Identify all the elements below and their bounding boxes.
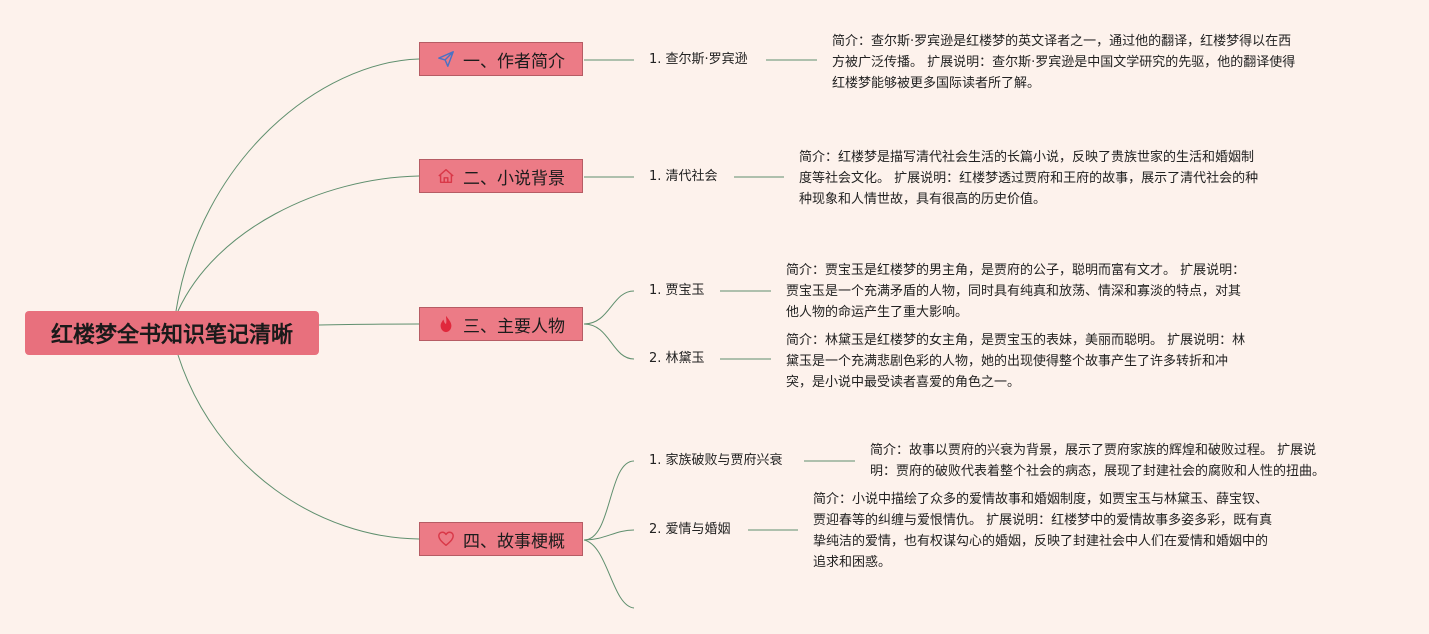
connector-topic4-sub2	[583, 529, 635, 541]
root-title: 红楼梦全书知识笔记清晰	[50, 323, 293, 348]
note-family-decline: 简介：故事以贾府的兴衰为背景，展示了贾府家族的辉煌和破败过程。 扩展说 明：贾府…	[870, 440, 1325, 482]
topic-label: 二、小说背景	[463, 168, 565, 189]
note-lin-daiyu: 简介：林黛玉是红楼梦的女主角，是贾宝玉的表妹，美丽而聪明。 扩展说明：林 黛玉是…	[786, 330, 1245, 393]
note-line: 简介：林黛玉是红楼梦的女主角，是贾宝玉的表妹，美丽而聪明。 扩展说明：林	[786, 333, 1246, 348]
subtopic-family-decline[interactable]: 1. 家族破败与贾府兴衰	[649, 453, 783, 468]
subtopic-charles-robinson[interactable]: 1. 查尔斯·罗宾逊	[649, 52, 748, 67]
note-line: 简介：小说中描绘了众多的爱情故事和婚姻制度，如贾宝玉与林黛玉、薛宝钗、	[813, 492, 1269, 507]
topic-label: 三、主要人物	[463, 316, 565, 337]
connector-root-topic-4	[177, 354, 420, 540]
topic-label: 四、故事梗概	[463, 531, 565, 552]
note-line: 挚纯洁的爱情，也有权谋勾心的婚姻，反映了封建社会中人们在爱情和婚姻中的	[813, 534, 1269, 549]
topic-node-background[interactable]: 二、小说背景	[419, 159, 583, 193]
note-line: 简介：贾宝玉是红楼梦的男主角，是贾府的公子，聪明而富有文才。 扩展说明：	[786, 263, 1246, 278]
note-line: 明：贾府的破败代表着整个社会的病态，展现了封建社会的腐败和人性的扭曲。	[870, 464, 1326, 479]
connector-topic3-sub2	[583, 323, 635, 360]
subtopic-lin-daiyu[interactable]: 2. 林黛玉	[649, 351, 705, 366]
connector-topic3-sub1	[583, 290, 635, 325]
subtopic-jia-baoyu[interactable]: 1. 贾宝玉	[649, 283, 705, 298]
note-line: 度等社会文化。 扩展说明：红楼梦透过贾府和王府的故事，展示了清代社会的种	[799, 171, 1259, 186]
connector-topic4-sub1	[583, 460, 635, 541]
note-line: 红楼梦能够被更多国际读者所了解。	[832, 76, 1041, 91]
note-qing-society: 简介：红楼梦是描写清代社会生活的长篇小说，反映了贵族世家的生活和婚姻制 度等社会…	[799, 147, 1258, 210]
subtopic-love-marriage[interactable]: 2. 爱情与婚姻	[649, 522, 731, 537]
note-line: 贾宝玉是一个充满矛盾的人物，同时具有纯真和放荡、情深和寡淡的特点，对其	[786, 284, 1242, 299]
note-jia-baoyu: 简介：贾宝玉是红楼梦的男主角，是贾府的公子，聪明而富有文才。 扩展说明： 贾宝玉…	[786, 260, 1245, 323]
note-line: 种现象和人情世故，具有很高的历史价值。	[799, 192, 1047, 207]
note-line: 简介：查尔斯·罗宾逊是红楼梦的英文译者之一，通过他的翻译，红楼梦得以在西	[832, 34, 1292, 49]
connector-root-topic-3	[318, 323, 420, 326]
paper-plane-icon	[437, 50, 455, 68]
note-line: 追求和困惑。	[813, 555, 892, 570]
topic-label: 一、作者简介	[463, 51, 565, 72]
connector-topic4-sub3	[583, 539, 635, 609]
note-line: 突，是小说中最受读者喜爱的角色之一。	[786, 375, 1021, 390]
note-line: 贾迎春等的纠缠与爱恨情仇。 扩展说明：红楼梦中的爱情故事多姿多彩，既有真	[813, 513, 1273, 528]
note-line: 方被广泛传播。 扩展说明：查尔斯·罗宾逊是中国文学研究的先驱，他的翻译使得	[832, 55, 1296, 70]
house-icon	[437, 167, 455, 185]
root-node[interactable]: 红楼梦全书知识笔记清晰	[25, 311, 319, 355]
note-line: 黛玉是一个充满悲剧色彩的人物，她的出现使得整个故事产生了许多转折和冲	[786, 354, 1229, 369]
note-line: 简介：红楼梦是描写清代社会生活的长篇小说，反映了贵族世家的生活和婚姻制	[799, 150, 1255, 165]
topic-node-author[interactable]: 一、作者简介	[419, 42, 583, 76]
note-line: 他人物的命运产生了重大影响。	[786, 305, 969, 320]
note-line: 简介：故事以贾府的兴衰为背景，展示了贾府家族的辉煌和破败过程。 扩展说	[870, 443, 1317, 458]
connector-root-topic-1	[175, 58, 420, 312]
note-charles-robinson: 简介：查尔斯·罗宾逊是红楼梦的英文译者之一，通过他的翻译，红楼梦得以在西 方被广…	[832, 31, 1295, 94]
note-love-marriage: 简介：小说中描绘了众多的爱情故事和婚姻制度，如贾宝玉与林黛玉、薛宝钗、 贾迎春等…	[813, 489, 1272, 573]
connector-root-topic-2	[177, 175, 420, 312]
heart-icon	[437, 530, 455, 548]
subtopic-qing-society[interactable]: 1. 清代社会	[649, 169, 718, 184]
topic-node-plot[interactable]: 四、故事梗概	[419, 522, 583, 556]
fire-icon	[437, 315, 455, 333]
topic-node-characters[interactable]: 三、主要人物	[419, 307, 583, 341]
